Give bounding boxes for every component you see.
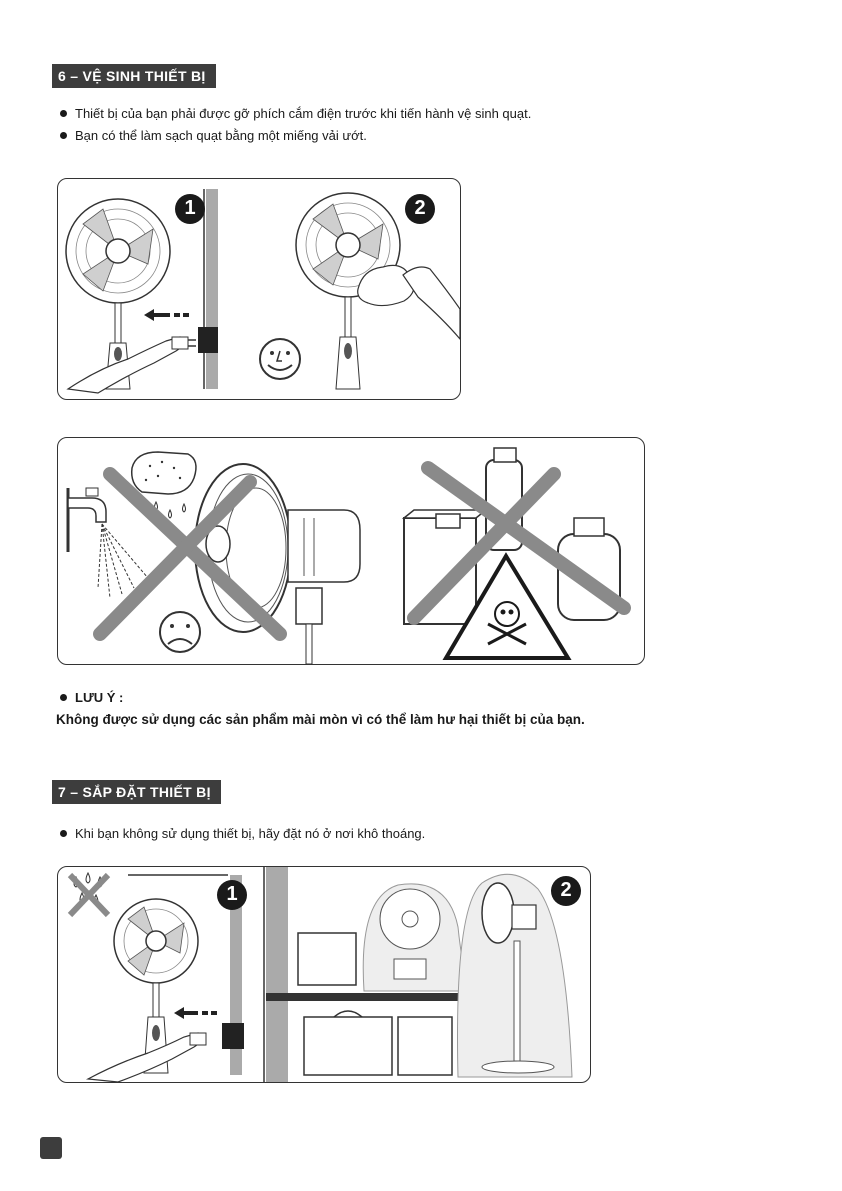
cleaning-illustration xyxy=(65,189,460,394)
note-title: LƯU Ý : xyxy=(60,690,123,705)
note-body: Không được sử dụng các sản phẩm mài mòn … xyxy=(56,712,585,727)
happy-face-icon xyxy=(259,338,301,380)
storage-steps-panel: 1 2 xyxy=(57,866,591,1083)
section-6-bullet-1: Thiết bị của bạn phải được gỡ phích cắm … xyxy=(60,106,531,122)
cleaning-steps-panel: 1 2 xyxy=(57,178,461,400)
covered-fan-illustration-1 xyxy=(362,883,471,992)
storage-step-label-2: 2 xyxy=(560,879,572,901)
section-6-heading: 6 – VỆ SINH THIẾT BỊ xyxy=(52,64,216,88)
warning-panel xyxy=(57,437,645,665)
covered-fan-illustration-2 xyxy=(457,873,573,1078)
page-marker xyxy=(40,1137,62,1159)
step-label-1: 1 xyxy=(184,197,196,219)
storage-illustration xyxy=(67,867,581,1082)
section-6-bullet-2: Bạn có thể làm sạch quạt bằng một miếng … xyxy=(60,128,367,144)
skull-warning-icon xyxy=(442,552,572,660)
section-7-heading: 7 – SẮP ĐẶT THIẾT BỊ xyxy=(52,780,221,804)
step-label-2: 2 xyxy=(414,197,426,219)
sad-face-icon xyxy=(159,611,201,653)
prohibited-cleaning-illustration xyxy=(66,447,631,664)
storage-step-label-1: 1 xyxy=(226,883,238,905)
section-7-bullet-1: Khi bạn không sử dụng thiết bị, hãy đặt … xyxy=(60,826,425,842)
